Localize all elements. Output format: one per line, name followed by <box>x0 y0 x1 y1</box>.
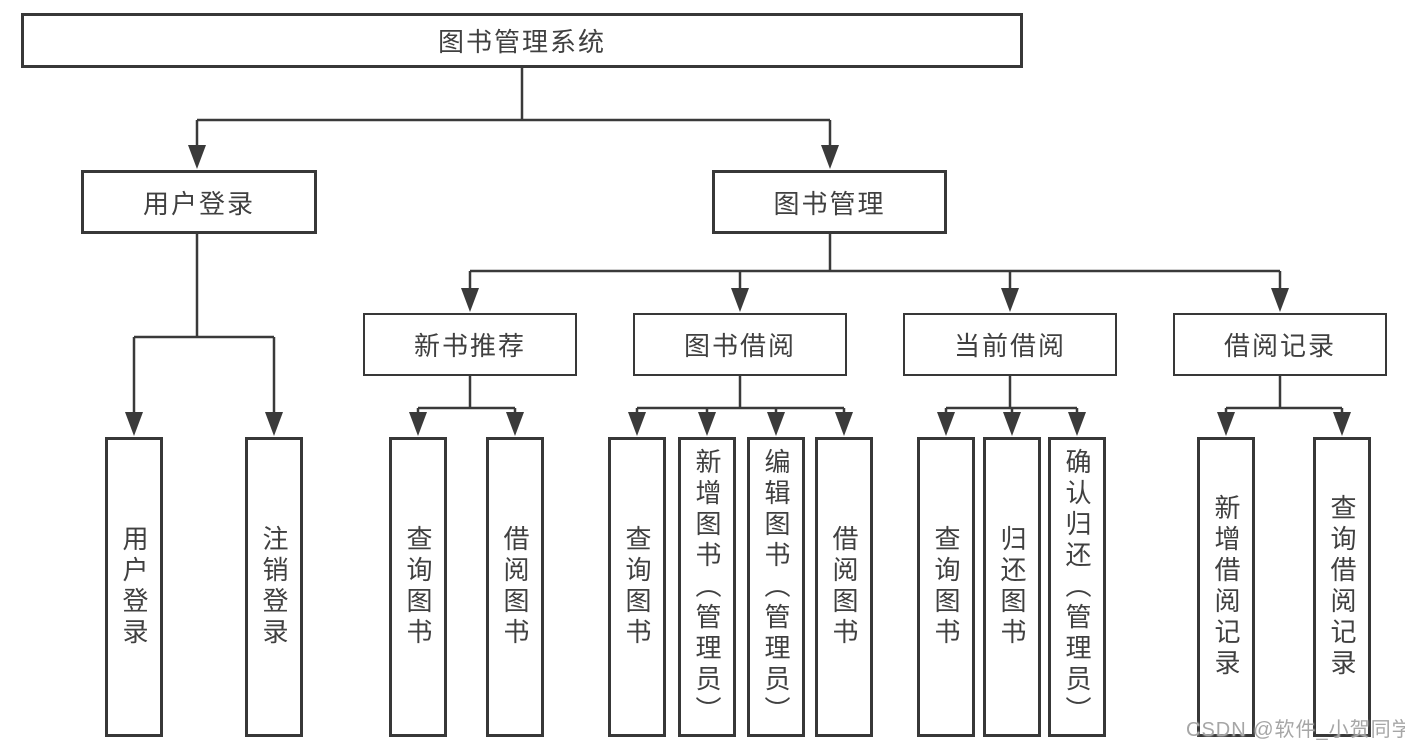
leaf-label: 借阅图书 <box>500 525 530 649</box>
leaf-borrow-edit-books-admin: 编辑图书（管理员） <box>747 437 805 737</box>
arrowhead <box>1333 412 1351 436</box>
leaf-label: 借阅图书 <box>829 525 859 649</box>
leaf-label: 查询图书 <box>622 525 652 649</box>
leaf-borrow-add-books-admin: 新增图书（管理员） <box>678 437 736 737</box>
arrowhead <box>1001 288 1019 312</box>
leaf-label: 新增借阅记录 <box>1211 494 1241 680</box>
arrowhead <box>731 288 749 312</box>
arrowhead <box>767 412 785 436</box>
node-new-book-recommend: 新书推荐 <box>363 313 577 376</box>
arrowhead <box>1217 412 1235 436</box>
leaf-current-query-books: 查询图书 <box>917 437 975 737</box>
leaf-logout: 注销登录 <box>245 437 303 737</box>
leaf-current-return-books: 归还图书 <box>983 437 1041 737</box>
arrowhead <box>265 412 283 436</box>
leaf-label: 用户登录 <box>119 525 149 649</box>
arrowhead <box>1271 288 1289 312</box>
leaf-records-add-record: 新增借阅记录 <box>1197 437 1255 737</box>
connector-borrow-to-leaves <box>635 376 846 416</box>
connector-root-to-level2 <box>195 68 832 149</box>
node-book-borrow: 图书借阅 <box>633 313 847 376</box>
leaf-recommend-borrow-books: 借阅图书 <box>486 437 544 737</box>
arrowhead <box>698 412 716 436</box>
node-borrow-records: 借阅记录 <box>1173 313 1387 376</box>
node-root-system: 图书管理系统 <box>21 13 1023 68</box>
arrowhead <box>461 288 479 312</box>
leaf-label: 查询图书 <box>931 525 961 649</box>
leaf-user-login: 用户登录 <box>105 437 163 737</box>
leaf-label: 新增图书（管理员） <box>692 447 722 727</box>
connector-login-to-leaves <box>132 234 276 414</box>
arrowhead <box>506 412 524 436</box>
leaf-current-confirm-return-admin: 确认归还（管理员） <box>1048 437 1106 737</box>
leaf-label: 注销登录 <box>259 525 289 649</box>
leaf-records-query-record: 查询借阅记录 <box>1313 437 1371 737</box>
connector-recommend-to-leaves <box>416 376 517 416</box>
leaf-borrow-query-books: 查询图书 <box>608 437 666 737</box>
connector-mgmt-to-level3 <box>468 234 1282 290</box>
node-book-management: 图书管理 <box>712 170 947 234</box>
leaf-borrow-borrow-books: 借阅图书 <box>815 437 873 737</box>
csdn-watermark: CSDN @软件_小贺同学 <box>1186 719 1405 741</box>
leaf-label: 确认归还（管理员） <box>1062 447 1092 727</box>
arrowhead <box>1068 412 1086 436</box>
leaf-label: 查询借阅记录 <box>1327 494 1357 680</box>
arrowhead <box>409 412 427 436</box>
arrowhead <box>937 412 955 436</box>
node-current-borrow: 当前借阅 <box>903 313 1117 376</box>
node-user-login: 用户登录 <box>81 170 317 234</box>
connector-records-to-leaves <box>1224 376 1344 416</box>
leaf-label: 归还图书 <box>997 525 1027 649</box>
leaf-recommend-query-books: 查询图书 <box>389 437 447 737</box>
connector-current-to-leaves <box>944 376 1079 416</box>
arrowhead <box>628 412 646 436</box>
arrowhead <box>188 145 206 169</box>
arrowhead <box>125 412 143 436</box>
arrowhead <box>821 145 839 169</box>
arrowhead <box>1003 412 1021 436</box>
leaf-label: 编辑图书（管理员） <box>761 447 791 727</box>
arrowhead <box>835 412 853 436</box>
leaf-label: 查询图书 <box>403 525 433 649</box>
